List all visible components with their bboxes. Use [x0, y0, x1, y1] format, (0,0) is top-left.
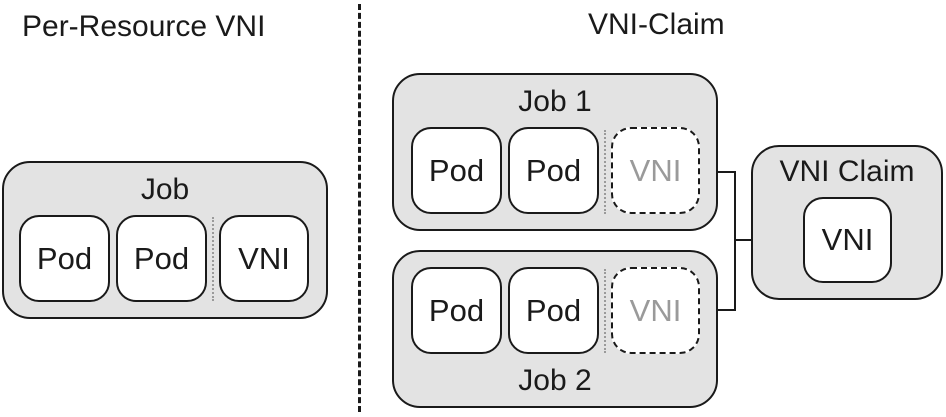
connector-line — [717, 171, 735, 173]
pod-box: Pod — [116, 215, 207, 302]
connector-line — [717, 309, 735, 311]
job-2-separator — [604, 269, 606, 353]
pod-box: Pod — [411, 267, 502, 354]
job-separator — [212, 217, 214, 301]
vni-box: VNI — [219, 215, 309, 302]
ghost-vni-box: VNI — [611, 127, 700, 214]
job-2-label: Job 2 — [518, 364, 592, 397]
job-1-label: Job 1 — [518, 85, 592, 118]
ghost-vni-box: VNI — [611, 267, 700, 354]
per-resource-vni-heading: Per-Resource VNI — [22, 10, 266, 43]
pod-box: Pod — [508, 267, 599, 354]
job-1-separator — [604, 130, 606, 214]
pod-box: Pod — [19, 215, 110, 302]
vni-claim-heading: VNI-Claim — [588, 8, 725, 41]
pod-box: Pod — [508, 127, 599, 214]
connector-line — [734, 171, 736, 311]
vni-claim-label: VNI Claim — [779, 155, 915, 188]
job-label: Job — [140, 173, 190, 206]
vni-box: VNI — [803, 197, 892, 283]
section-divider — [358, 4, 361, 412]
pod-box: Pod — [411, 127, 502, 214]
